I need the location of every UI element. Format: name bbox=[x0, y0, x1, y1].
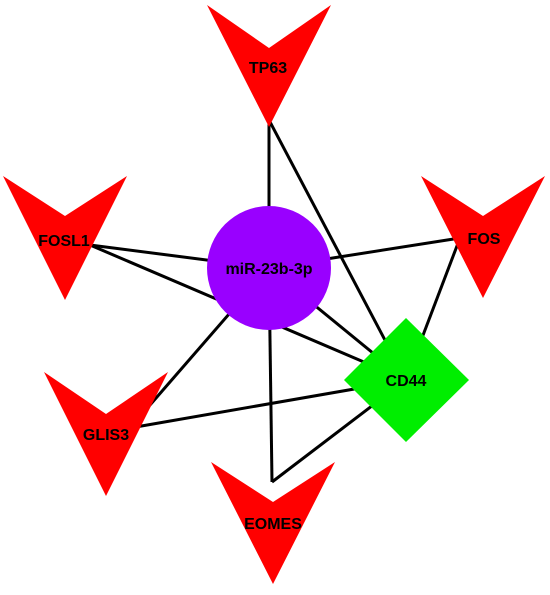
node-layer: TP63 FOSL1 FOS GLIS3 EOMES miR-23b-3p CD… bbox=[3, 5, 545, 584]
node-mir23b[interactable]: miR-23b-3p bbox=[207, 206, 331, 330]
fos-arrow-shape bbox=[421, 176, 545, 298]
fosl1-arrow-shape bbox=[3, 176, 127, 300]
tp63-arrow-shape bbox=[207, 5, 331, 127]
tp63-label: TP63 bbox=[249, 60, 287, 77]
fosl1-label: FOSL1 bbox=[38, 233, 90, 250]
mir23b-circle-shape bbox=[207, 206, 331, 330]
cd44-diamond-shape bbox=[344, 318, 469, 442]
cd44-label: CD44 bbox=[386, 373, 427, 390]
eomes-arrow-shape bbox=[211, 462, 335, 584]
mir23b-label: miR-23b-3p bbox=[225, 261, 312, 278]
node-eomes[interactable]: EOMES bbox=[211, 462, 335, 584]
fos-label: FOS bbox=[468, 231, 501, 248]
node-glis3[interactable]: GLIS3 bbox=[44, 372, 168, 496]
edge-cd44-tp63 bbox=[267, 119, 408, 381]
node-cd44[interactable]: CD44 bbox=[344, 318, 469, 442]
glis3-label: GLIS3 bbox=[83, 427, 129, 444]
eomes-label: EOMES bbox=[244, 516, 302, 533]
node-tp63[interactable]: TP63 bbox=[207, 5, 331, 127]
node-fosl1[interactable]: FOSL1 bbox=[3, 176, 127, 300]
glis3-arrow-shape bbox=[44, 372, 168, 496]
node-fos[interactable]: FOS bbox=[421, 176, 545, 298]
